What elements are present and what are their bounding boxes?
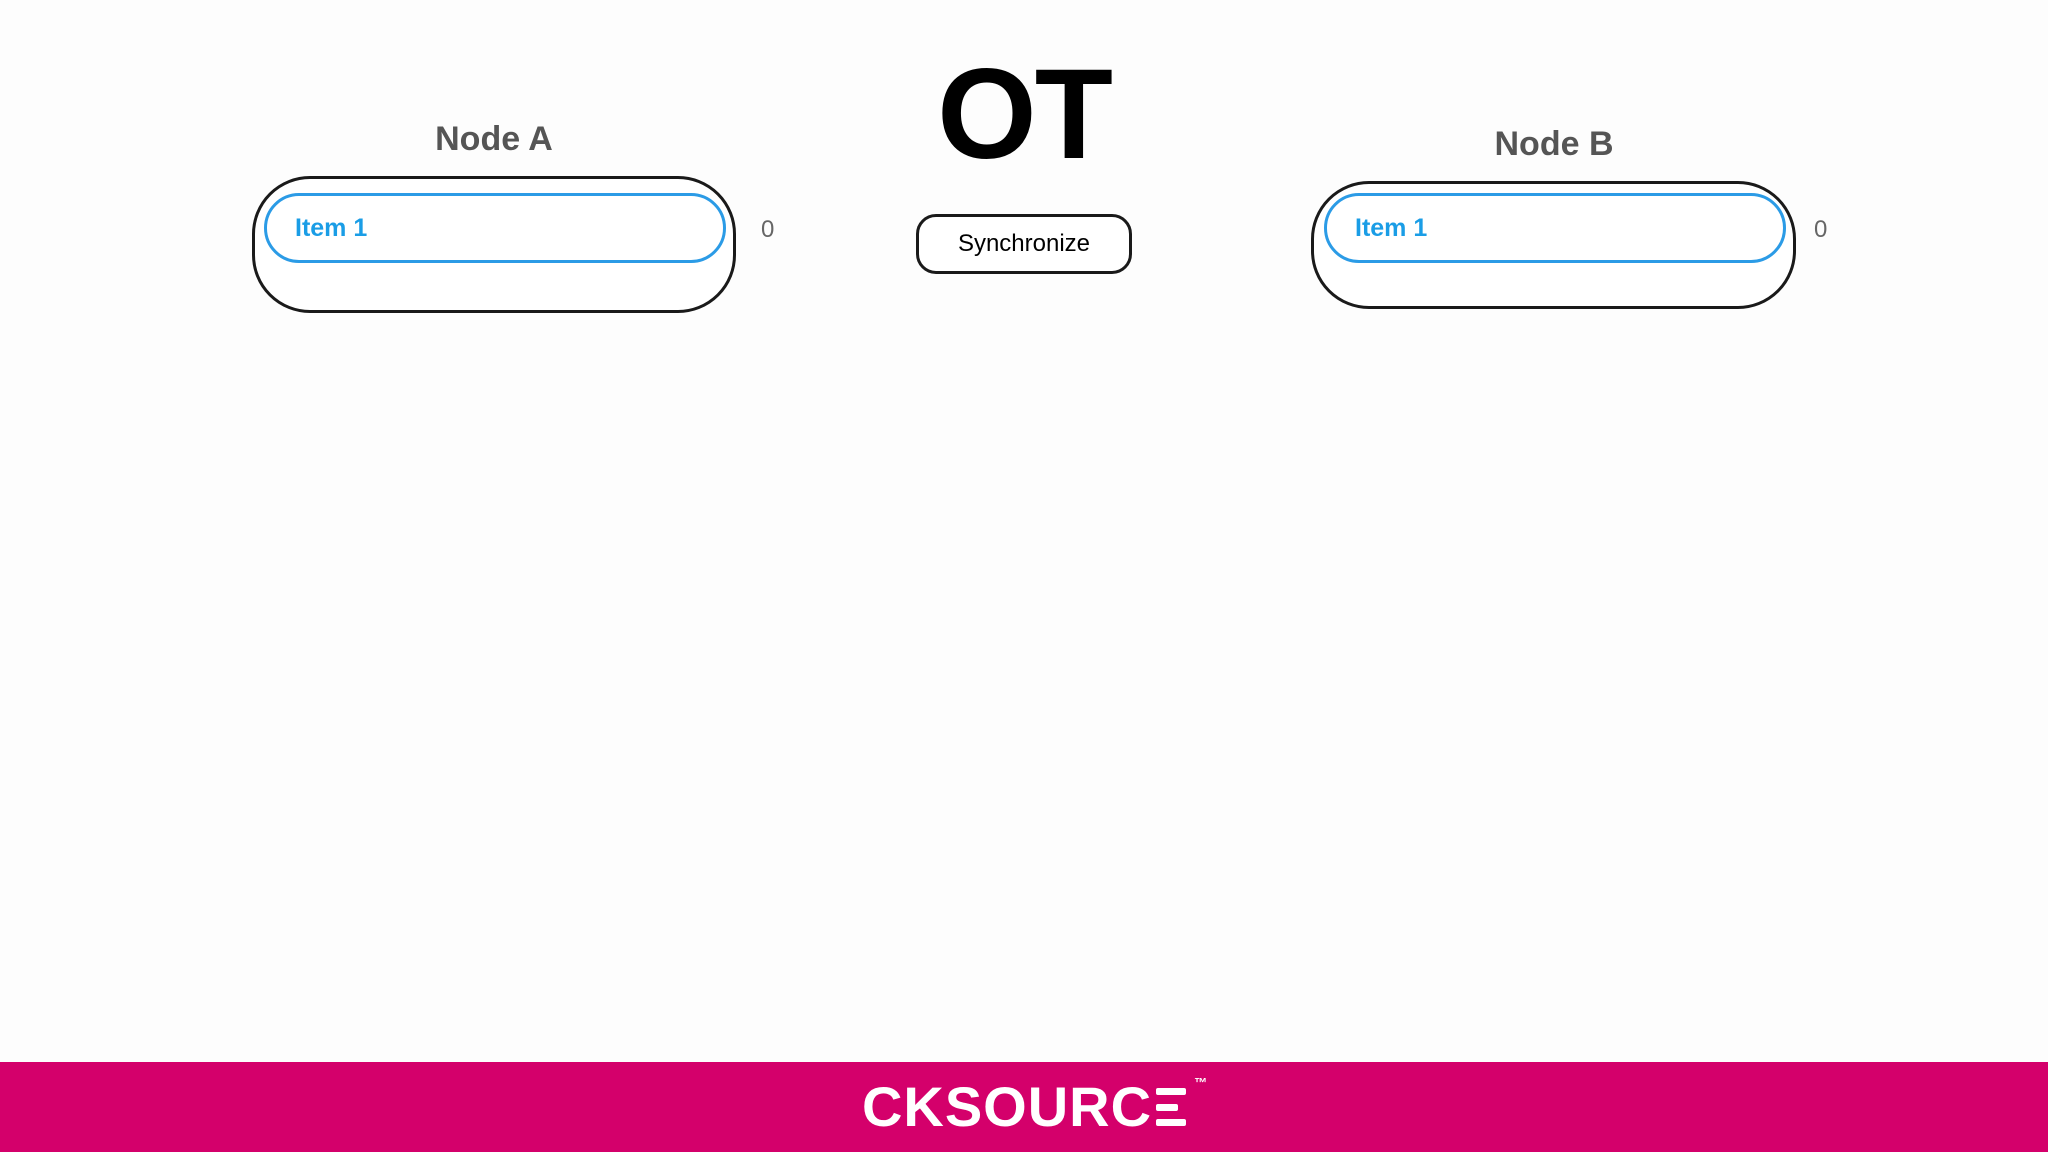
trademark-symbol: ™ bbox=[1194, 1075, 1209, 1090]
footer-bar: CKSOURC ™ bbox=[0, 1062, 2048, 1152]
synchronize-button-label: Synchronize bbox=[957, 230, 1091, 257]
logo-wordmark: CKSOURC bbox=[861, 1075, 1153, 1138]
page-title: OT bbox=[937, 43, 1113, 186]
node-a-item-1-label: Item 1 bbox=[295, 213, 368, 242]
synchronize-button[interactable]: Synchronize bbox=[916, 214, 1132, 274]
node-b-item-1[interactable]: Item 1 bbox=[1324, 193, 1786, 263]
node-b-item-1-label: Item 1 bbox=[1355, 213, 1428, 242]
node-b-label: Node B bbox=[1494, 125, 1614, 163]
node-a-list: Item 1 bbox=[252, 176, 736, 313]
node-b-list: Item 1 bbox=[1311, 181, 1796, 309]
node-a-label: Node A bbox=[435, 120, 553, 158]
logo-e-bars-icon bbox=[1156, 1088, 1187, 1126]
cksource-logo: CKSOURC ™ bbox=[861, 1075, 1207, 1138]
node-a-item-1[interactable]: Item 1 bbox=[264, 193, 726, 263]
node-b-counter: 0 bbox=[1814, 216, 1828, 243]
node-a-counter: 0 bbox=[761, 216, 775, 243]
